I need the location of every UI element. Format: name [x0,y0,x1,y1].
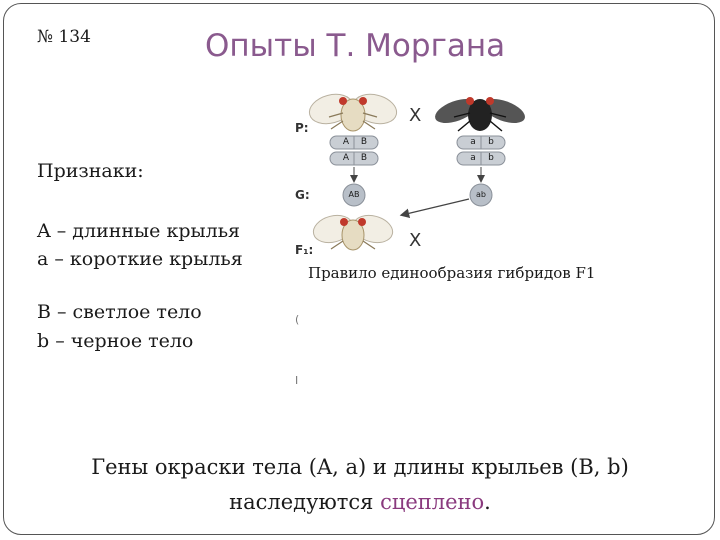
offspring-fly-icon [310,211,395,250]
cross-symbol-offspring: X [409,230,421,251]
conclusion-suffix: . [484,490,491,514]
conclusion-line-1: Гены окраски тела (A, a) и длины крыльев… [0,455,720,479]
allele-label: A [337,152,355,165]
allele-label: A [337,136,355,149]
trait-light-body: B – светлое тело [37,301,202,323]
generation-label-p: P: [295,121,309,135]
cross-symbol-parents: X [409,105,421,126]
cross-diagram-graphics: ( I [285,85,640,395]
trait-dark-body: b – черное тело [37,330,193,352]
conclusion-prefix: наследуются [229,490,380,514]
allele-label: B [355,152,373,165]
traits-heading: Признаки: [37,160,144,182]
svg-text:(: ( [295,313,299,326]
conclusion-keyword: сцеплено [380,490,484,514]
slide-number: № 134 [37,27,91,47]
allele-label: b [482,136,500,149]
light-fly-icon [306,90,400,131]
allele-label: a [464,152,482,165]
svg-text:I: I [295,374,298,387]
allele-label: a [464,136,482,149]
arrow-to-offspring [402,199,469,215]
trait-long-wings: A – длинные крылья [37,220,240,242]
dark-fly-icon [432,94,528,131]
allele-label: B [355,136,373,149]
gamete-label: AB [343,189,365,201]
generation-label-g: G: [295,188,310,202]
cross-diagram: ( I P: G: F₁: X X A B A B a b a b AB ab [285,85,640,395]
trait-short-wings: a – короткие крылья [37,248,243,270]
rule-caption: Правило единообразия гибридов F1 [308,264,595,282]
allele-label: b [482,152,500,165]
gamete-label: ab [470,189,492,201]
conclusion-line-2: наследуются сцеплено. [0,490,720,514]
slide-title: Опыты Т. Моргана [205,28,505,64]
generation-label-f1: F₁: [295,243,313,257]
